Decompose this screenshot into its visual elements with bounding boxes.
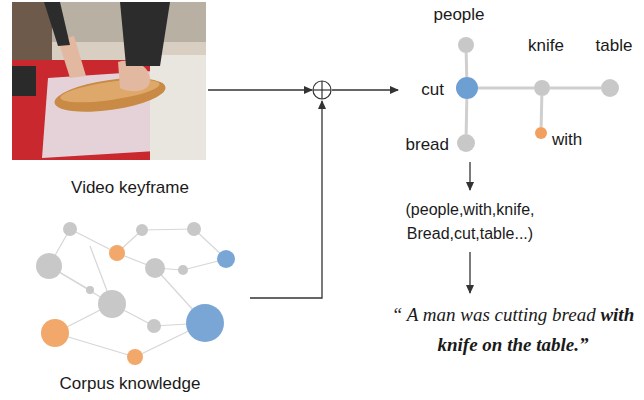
generated-sentence: “ A man was cutting bread with knife on … <box>388 300 638 360</box>
node-circle <box>456 77 478 99</box>
node-circle <box>601 79 619 97</box>
node-dot <box>457 134 475 152</box>
node-dot <box>601 79 619 97</box>
graph-node: table <box>601 79 619 97</box>
node-label: cut <box>421 80 444 100</box>
node-label: bread <box>406 135 449 155</box>
node-label: with <box>552 130 582 150</box>
tuple-text: (people,with,knife, Bread,cut,table...) <box>375 198 565 246</box>
graph-node: cut <box>456 77 478 99</box>
knowledge-graph-icon <box>49 229 226 357</box>
node-label: people <box>433 5 484 25</box>
node-circle <box>457 134 475 152</box>
node-dot <box>458 37 474 53</box>
node-circle <box>535 127 547 139</box>
graph-node: people <box>458 37 474 53</box>
node-dot <box>456 77 478 99</box>
node-dot <box>534 80 550 96</box>
node-label: table <box>596 36 633 56</box>
graph-node: bread <box>457 134 475 152</box>
video-keyframe-photo <box>12 2 206 160</box>
graph-edge <box>478 87 534 90</box>
graph-edge <box>465 99 469 134</box>
graph-node: with <box>535 127 547 139</box>
graph-edge <box>540 96 544 127</box>
combine-symbol <box>313 81 331 99</box>
node-circle <box>534 80 550 96</box>
node-circle <box>458 37 474 53</box>
image-caption: Corpus knowledge <box>30 374 230 394</box>
flow-arrows <box>208 90 470 298</box>
sentence-part: “ A man was cutting bread <box>392 304 596 325</box>
node-dot <box>535 127 547 139</box>
node-label: knife <box>528 36 564 56</box>
graph-edge <box>550 87 601 90</box>
knowledge-graph-nodes <box>36 222 235 365</box>
image-caption: Video keyframe <box>40 178 220 198</box>
graph-edge <box>465 53 469 77</box>
graph-node: knife <box>534 80 550 96</box>
